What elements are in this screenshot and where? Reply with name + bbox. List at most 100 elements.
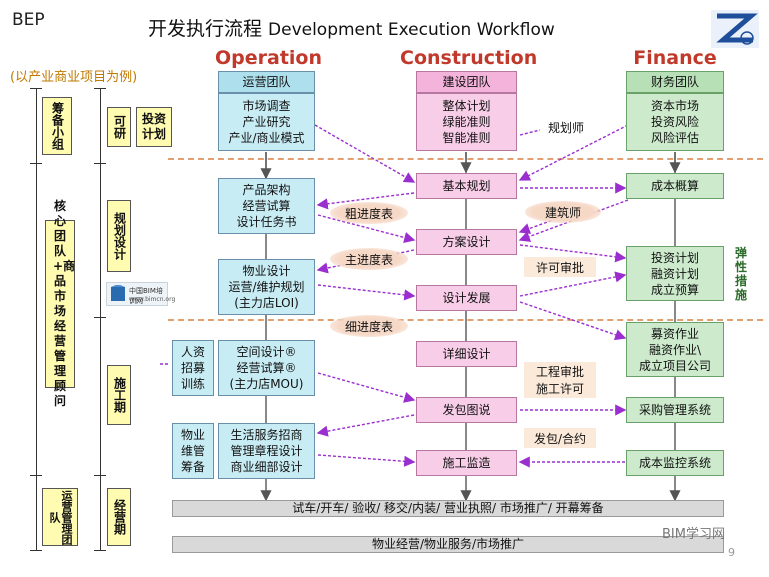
- operation-service-band: 物业经营/物业服务/市场推广: [172, 536, 724, 553]
- box-line: 管理章程设计: [230, 444, 303, 458]
- handover-band: 试车/开车/ 验收/ 移交/内装/ 营业执照/ 市场推广/ 开幕筹备: [172, 500, 724, 517]
- permit-approval-label: 许可审批: [524, 257, 596, 277]
- box-line: 产业/商业模式: [228, 131, 305, 145]
- box-line: 物业: [180, 428, 205, 442]
- rough-schedule-label: 粗进度表: [330, 202, 408, 224]
- phase-planning-design: 规划设计: [107, 200, 131, 272]
- box-line: 智能准则: [442, 131, 491, 145]
- box-line: 投资风险: [650, 115, 699, 129]
- operation-hr-box: 人资 招募 训练: [172, 340, 214, 396]
- box-line: 融资作业\: [648, 342, 702, 357]
- engineering-approval-label: 工程审批 施工许可: [524, 362, 596, 398]
- finance-cost-estimate-box: 成本概算: [626, 173, 724, 199]
- bim-logo-line2: www.bimcn.org: [129, 296, 176, 303]
- architect-label: 建筑师: [525, 201, 601, 223]
- subtitle: (以产业商业项目为例): [10, 70, 138, 85]
- box-line: 生活服务招商: [230, 428, 303, 442]
- construction-team-header: 建设团队: [416, 71, 517, 93]
- timeline-tick: [30, 475, 42, 476]
- timeline-tick: [94, 475, 106, 476]
- box-line: 维管: [180, 444, 205, 458]
- tag-line: 工程审批: [535, 365, 584, 379]
- box-line: 整体计划: [442, 99, 491, 113]
- box-line: 投资计划: [650, 250, 699, 265]
- box-line: 筹备: [180, 460, 205, 474]
- phase-operation-period: 经营期: [107, 488, 131, 546]
- title-en: Development Execution Workflow: [268, 20, 555, 40]
- column-construction-heading: Construction: [400, 47, 538, 69]
- box-line: 招募: [180, 361, 205, 375]
- bim-logo-line1: 中国BIM培训网: [129, 287, 163, 305]
- finance-procurement-box: 采购管理系统: [626, 397, 724, 423]
- box-line: 训练: [180, 377, 205, 391]
- brand-logo-icon: [711, 10, 759, 48]
- finance-fundraising-box: 募资作业 融资作业\ 成立项目公司: [626, 322, 724, 377]
- box-line: 融资计划: [650, 266, 699, 281]
- timeline-tick: [30, 550, 42, 551]
- construction-detail-design-box: 详细设计: [416, 341, 517, 367]
- left-timeline-line: [36, 88, 37, 550]
- phase-ops-team: 运营管理团队: [42, 488, 78, 546]
- box-line: 市场调查: [242, 99, 291, 113]
- box-line: 产品架构: [242, 183, 291, 197]
- bim-training-logo: 中国BIM培训网 www.bimcn.org: [106, 282, 175, 306]
- operation-property-design-box: 物业设计 运营/维护规划 (主力店LOI): [218, 259, 315, 315]
- timeline-tick: [94, 317, 106, 318]
- box-line: 经营试算®: [236, 361, 297, 375]
- flex-measures-label: 弹性措施: [735, 246, 748, 302]
- phase-construction-period: 施工期: [107, 365, 131, 425]
- detail-schedule-label: 细进度表: [330, 315, 408, 337]
- watermark: BIM学习网: [662, 527, 725, 542]
- box-line: 募资作业: [650, 326, 699, 341]
- construction-basic-plan-box: 基本规划: [416, 173, 517, 199]
- bim-cube-icon: [111, 285, 125, 301]
- construction-design-development-box: 设计发展: [416, 285, 517, 311]
- construction-scheme-design-box: 方案设计: [416, 229, 517, 255]
- finance-investment-plan-box: 投资计划 融资计划 成立预算: [626, 246, 724, 301]
- box-line: 资本市场: [650, 99, 699, 113]
- title-cn: 开发执行流程: [148, 18, 263, 40]
- phase-feasibility: 可研: [107, 107, 131, 147]
- tag-line: 施工许可: [535, 382, 584, 396]
- box-line: (主力店MOU): [229, 377, 304, 391]
- timeline-tick: [30, 163, 42, 164]
- box-line: 人资: [180, 345, 205, 359]
- box-line: 空间设计®: [236, 345, 297, 359]
- operation-market-research-box: 市场调查 产业研究 产业/商业模式: [218, 93, 315, 151]
- operation-product-architecture-box: 产品架构 经营试算 设计任务书: [218, 178, 315, 234]
- box-line: 成立预算: [650, 282, 699, 297]
- operation-team-header: 运营团队: [218, 71, 315, 93]
- box-line: 产业研究: [242, 115, 291, 129]
- column-finance-heading: Finance: [633, 47, 717, 69]
- box-line: 物业设计: [242, 264, 291, 278]
- bep-label: BEP: [12, 10, 45, 30]
- page-number: 9: [728, 546, 735, 559]
- finance-team-header: 财务团队: [626, 71, 724, 93]
- construction-overall-plan-box: 整体计划 绿能准则 智能准则: [416, 93, 517, 151]
- box-line: 设计任务书: [236, 215, 297, 229]
- box-line: 绿能准则: [442, 115, 491, 129]
- operation-service-leasing-box: 生活服务招商 管理章程设计 商业细部设计: [218, 423, 315, 479]
- finance-cost-control-box: 成本监控系统: [626, 450, 724, 476]
- master-schedule-label: 主进度表: [330, 248, 408, 270]
- phase-core-team: 核心团队+商品市场经营管理顾问: [45, 199, 75, 408]
- mid-timeline-line: [100, 88, 101, 550]
- box-line: 商业细部设计: [230, 460, 303, 474]
- planner-label: 规划师: [547, 120, 584, 135]
- finance-capital-market-box: 资本市场 投资风险 风险评估: [626, 93, 724, 151]
- phase-investment-plan: 投资计划: [136, 107, 172, 147]
- operation-space-design-box: 空间设计® 经营试算® (主力店MOU): [218, 340, 315, 396]
- box-line: 经营试算: [242, 199, 291, 213]
- timeline-tick: [94, 550, 106, 551]
- phase-prep-group: 筹备小组: [42, 97, 72, 155]
- box-line: 风险评估: [650, 131, 699, 145]
- timeline-tick: [94, 163, 106, 164]
- box-line: (主力店LOI): [234, 296, 299, 310]
- construction-supervision-box: 施工监造: [416, 450, 517, 476]
- box-line: 成立项目公司: [638, 358, 711, 373]
- timeline-tick: [94, 88, 106, 89]
- timeline-tick: [30, 88, 42, 89]
- column-operation-heading: Operation: [215, 47, 323, 69]
- box-line: 运营/维护规划: [228, 280, 305, 294]
